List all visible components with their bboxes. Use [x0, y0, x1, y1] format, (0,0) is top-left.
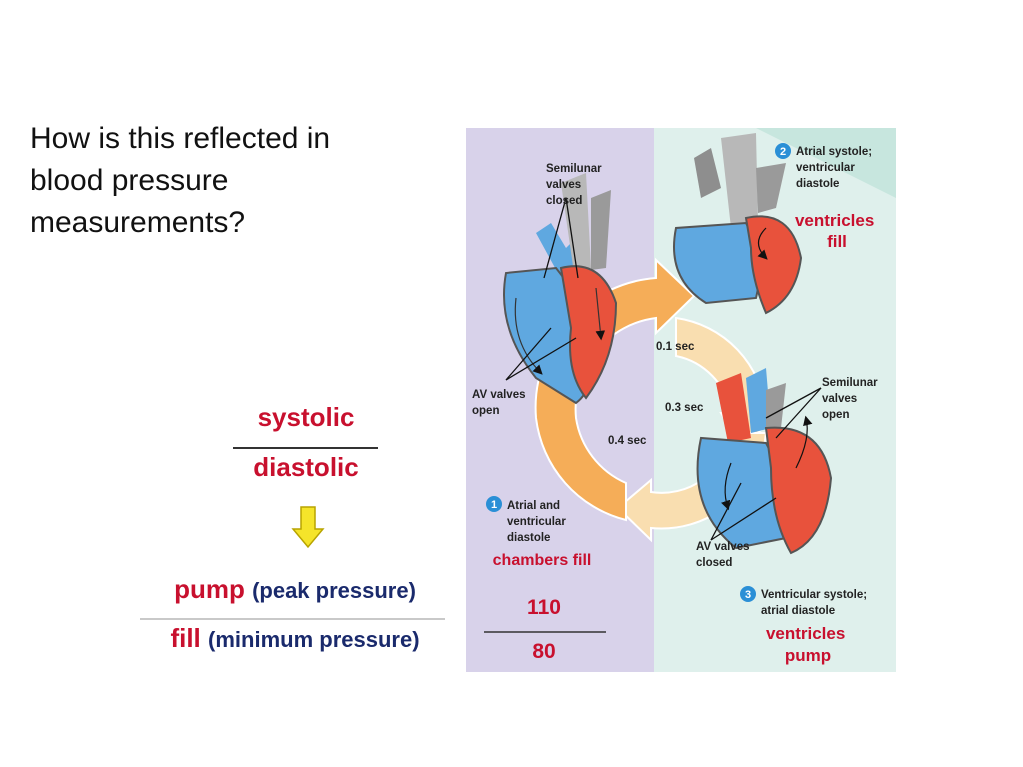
heart-left [503, 173, 618, 405]
stage1-line1: Atrial and [507, 500, 560, 512]
heart-top-right [673, 133, 803, 315]
stage2-number: 2 [780, 146, 786, 158]
bp-systolic-value: 110 [527, 596, 561, 619]
stage3-badge-icon [740, 586, 756, 602]
ventricles-pump-line1: ventricles [766, 624, 845, 643]
av-closed-line2: closed [696, 557, 732, 569]
stage1-number: 1 [491, 499, 497, 511]
time-0-3-sec-label: 0.3 sec [665, 402, 704, 414]
right-panel-stripe [756, 128, 896, 198]
question-text: How is this reflected in blood pressure … [30, 122, 331, 239]
fill-line: fill (minimum pressure) [125, 623, 465, 654]
ventricles-pump-label: ventricles pump [766, 624, 850, 665]
pump-note: (peak pressure) [252, 578, 416, 603]
pump-term: pump [174, 574, 245, 604]
pump-fill-divider [140, 618, 445, 620]
semilunar-open-callout: Semilunar valves open [822, 377, 881, 421]
stage3-text: Ventricular systole; atrial diastole [761, 589, 870, 617]
stage3-number: 3 [745, 589, 751, 601]
ventricles-pump-line2: pump [785, 646, 831, 665]
stage2-badge-icon [775, 143, 791, 159]
stage2-callout: 2 Atrial systole; ventricular diastole [775, 143, 875, 190]
bp-diastolic-value: 80 [532, 640, 555, 663]
fill-note: (minimum pressure) [208, 627, 420, 652]
diastolic-label: diastolic [253, 452, 359, 482]
down-arrow-icon [291, 506, 325, 549]
semilunar-closed-line1: Semilunar [546, 163, 602, 175]
ventricles-fill-line1: ventricles [795, 211, 874, 230]
stage3-line1: Ventricular systole; [761, 589, 867, 601]
ventricles-fill-line2: fill [827, 232, 847, 251]
stage3-callout: 3 Ventricular systole; atrial diastole [740, 586, 870, 617]
systolic-label: systolic [257, 402, 355, 432]
semilunar-open-line3: open [822, 409, 849, 421]
semilunar-open-line1: Semilunar [822, 377, 878, 389]
stage2-line2: ventricular [796, 162, 855, 174]
pump-line: pump (peak pressure) [130, 574, 460, 605]
av-valves-open-callout: AV valves open [472, 389, 529, 417]
time-0-4-sec-label: 0.4 sec [608, 435, 647, 447]
av-open-line1: AV valves [472, 389, 526, 401]
fill-term: fill [170, 623, 201, 653]
ventricles-fill-label: ventricles fill [795, 211, 879, 251]
semilunar-closed-line3: closed [546, 195, 582, 207]
time-0-1-sec-label: 0.1 sec [656, 341, 695, 353]
semilunar-closed-callout: Semilunar valves closed [546, 163, 605, 207]
stage2-line3: diastole [796, 178, 839, 190]
heart-bottom-right [696, 368, 833, 555]
stage1-line2: ventricular [507, 516, 566, 528]
stage1-line3: diastole [507, 532, 550, 544]
semilunar-open-line2: valves [822, 393, 857, 405]
stage2-line1: Atrial systole; [796, 146, 872, 158]
fraction-divider [233, 447, 378, 449]
av-valves-closed-callout: AV valves closed [696, 541, 753, 569]
stage2-text: Atrial systole; ventricular diastole [796, 146, 875, 190]
stage1-badge-icon [486, 496, 502, 512]
stage1-text: Atrial and ventricular diastole [507, 500, 569, 544]
semilunar-closed-line2: valves [546, 179, 581, 191]
stage1-callout: 1 Atrial and ventricular diastole [486, 496, 569, 544]
av-closed-line1: AV valves [696, 541, 750, 553]
stage3-line2: atrial diastole [761, 605, 835, 617]
av-open-line2: open [472, 405, 499, 417]
chambers-fill-label: chambers fill [493, 552, 592, 569]
cardiac-cycle-diagram: Semilunar valves closed AV valves open 0… [466, 128, 896, 672]
leader-lines [505, 197, 822, 541]
